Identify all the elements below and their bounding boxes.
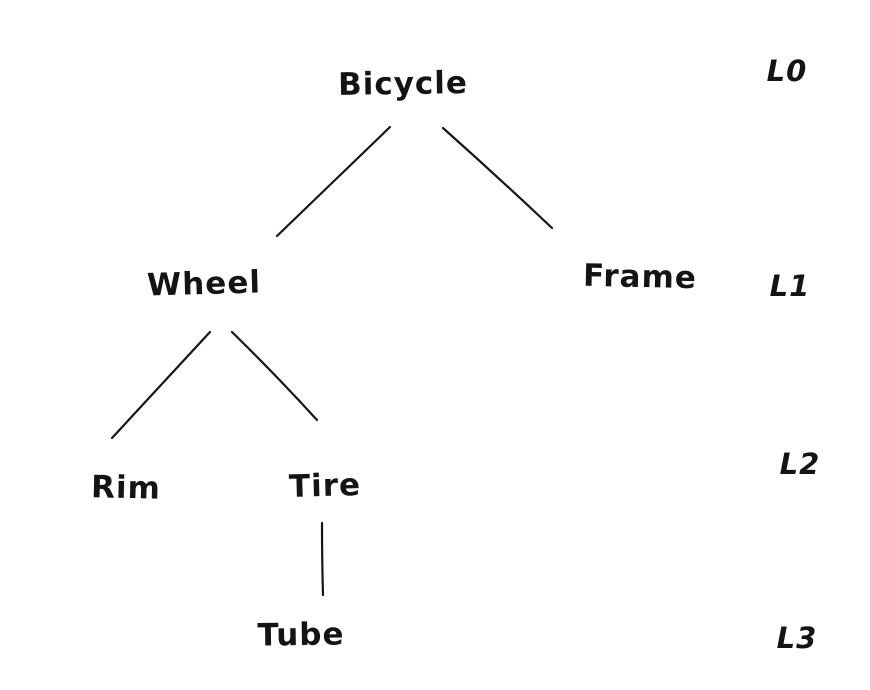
edge-tire-tube xyxy=(320,521,325,597)
level-label-l3: L3 xyxy=(776,621,818,655)
node-frame: Frame xyxy=(582,257,698,297)
edge-wheel-rim xyxy=(110,330,212,440)
edge-bicycle-frame xyxy=(441,126,554,230)
node-bicycle: Bicycle xyxy=(337,65,469,103)
edge-bicycle-wheel xyxy=(275,125,392,238)
node-rim: Rim xyxy=(90,469,162,507)
level-label-l1: L1 xyxy=(769,269,811,303)
node-tube: Tube xyxy=(257,616,345,654)
level-label-l0: L0 xyxy=(766,54,808,88)
edge-wheel-tire xyxy=(230,330,319,422)
node-wheel: Wheel xyxy=(146,264,262,304)
level-label-l2: L2 xyxy=(779,447,821,481)
node-tire: Tire xyxy=(288,467,362,505)
